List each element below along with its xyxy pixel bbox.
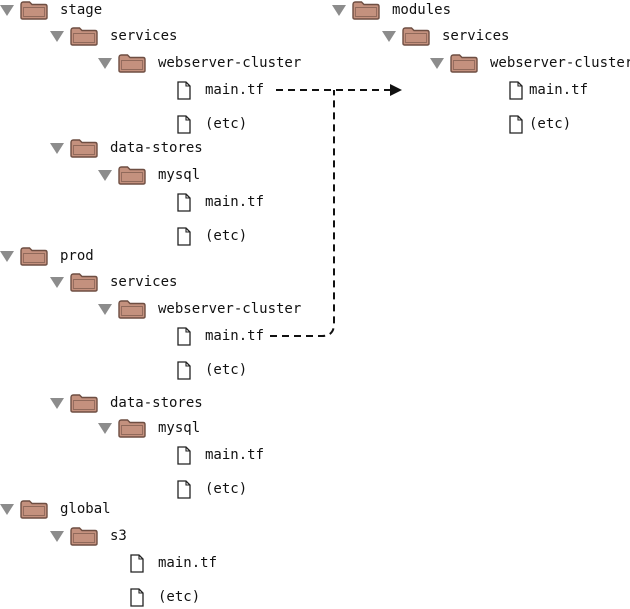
file-icon [177,479,191,499]
file-icon [130,587,144,607]
folder-label: data-stores [110,395,203,411]
folder-label: services [110,28,178,44]
file-icon [177,360,191,380]
folder-label: stage [60,2,103,18]
folder-icon [118,53,146,73]
folder-modules[interactable]: modules [332,0,451,22]
folder-prod-data-stores[interactable]: data-stores [50,391,203,415]
expand-triangle-icon[interactable] [98,303,112,315]
folder-label: webserver-cluster [490,55,630,71]
expand-triangle-icon[interactable] [98,57,112,69]
file-icon [177,326,191,346]
folder-prod[interactable]: prod [0,244,94,268]
expand-triangle-icon[interactable] [98,422,112,434]
file-label: (etc) [205,116,248,132]
file-label: main.tf [158,555,218,571]
file-modules-webserver-main[interactable]: main.tf [509,78,588,102]
file-label: main.tf [205,194,265,210]
file-modules-webserver-etc[interactable]: (etc) [509,112,571,136]
folder-icon [118,165,146,185]
file-label: main.tf [205,82,265,98]
folder-global-s3[interactable]: s3 [50,524,127,548]
file-icon [177,114,191,134]
expand-triangle-icon[interactable] [50,276,64,288]
folder-stage[interactable]: stage [0,0,102,22]
file-label: (etc) [205,362,248,378]
expand-triangle-icon[interactable] [0,4,14,16]
folder-stage-webserver-cluster[interactable]: webserver-cluster [98,51,301,75]
file-prod-webserver-main[interactable]: main.tf [177,324,264,348]
file-icon [177,80,191,100]
file-label: (etc) [529,116,572,132]
file-icon [177,226,191,246]
folder-label: webserver-cluster [158,301,302,317]
file-label: main.tf [205,328,265,344]
arrowhead-icon [390,84,402,96]
expand-triangle-icon[interactable] [50,530,64,542]
folder-icon [70,26,98,46]
folder-stage-services[interactable]: services [50,24,177,48]
file-icon [177,192,191,212]
file-stage-webserver-main[interactable]: main.tf [177,78,264,102]
folder-icon [118,418,146,438]
file-prod-webserver-etc[interactable]: (etc) [177,358,247,382]
folder-label: mysql [158,420,201,436]
folder-icon [20,0,48,20]
folder-icon [402,26,430,46]
file-stage-webserver-etc[interactable]: (etc) [177,112,247,136]
file-label: main.tf [529,82,589,98]
folder-label: s3 [110,528,127,544]
folder-icon [118,299,146,319]
file-label: main.tf [205,447,265,463]
expand-triangle-icon[interactable] [430,57,444,69]
folder-icon [20,246,48,266]
expand-triangle-icon[interactable] [382,30,396,42]
folder-prod-services[interactable]: services [50,270,177,294]
folder-label: mysql [158,167,201,183]
folder-icon [70,272,98,292]
folder-icon [70,138,98,158]
file-icon [509,80,523,100]
folder-global[interactable]: global [0,497,111,521]
folder-label: prod [60,248,94,264]
folder-label: data-stores [110,140,203,156]
folder-stage-data-stores[interactable]: data-stores [50,136,203,160]
folder-icon [450,53,478,73]
folder-modules-services[interactable]: services [382,24,509,48]
folder-label: services [110,274,178,290]
expand-triangle-icon[interactable] [98,169,112,181]
folder-icon [352,0,380,20]
file-label: (etc) [158,589,201,605]
file-prod-mysql-etc[interactable]: (etc) [177,477,247,501]
folder-icon [70,526,98,546]
file-prod-mysql-main[interactable]: main.tf [177,443,264,467]
folder-label: webserver-cluster [158,55,302,71]
folder-icon [70,393,98,413]
folder-icon [20,499,48,519]
folder-label: services [442,28,510,44]
file-stage-mysql-main[interactable]: main.tf [177,190,264,214]
file-global-s3-etc[interactable]: (etc) [130,585,200,609]
file-icon [130,553,144,573]
expand-triangle-icon[interactable] [332,4,346,16]
folder-modules-webserver-cluster[interactable]: webserver-cluster [430,51,630,75]
file-icon [509,114,523,134]
folder-stage-mysql[interactable]: mysql [98,163,200,187]
expand-triangle-icon[interactable] [0,503,14,515]
folder-label: modules [392,2,452,18]
expand-triangle-icon[interactable] [50,397,64,409]
expand-triangle-icon[interactable] [50,142,64,154]
file-stage-mysql-etc[interactable]: (etc) [177,224,247,248]
file-label: (etc) [205,481,248,497]
folder-label: global [60,501,111,517]
file-global-s3-main[interactable]: main.tf [130,551,217,575]
file-label: (etc) [205,228,248,244]
expand-triangle-icon[interactable] [50,30,64,42]
folder-prod-webserver-cluster[interactable]: webserver-cluster [98,297,301,321]
expand-triangle-icon[interactable] [0,250,14,262]
file-icon [177,445,191,465]
folder-prod-mysql[interactable]: mysql [98,416,200,440]
